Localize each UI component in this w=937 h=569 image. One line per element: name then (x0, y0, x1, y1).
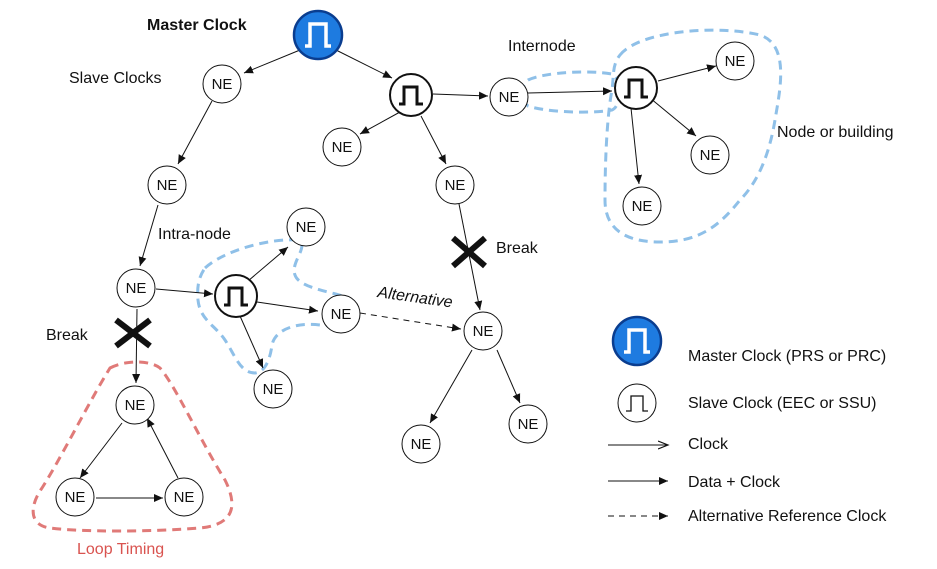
legend-slave-clock-icon (617, 383, 657, 423)
ne-node: NE (164, 477, 204, 517)
node-or-building-label: Node or building (777, 124, 894, 141)
ne-node: NE (286, 207, 326, 247)
node-building-region (603, 28, 783, 244)
ne-label: NE (632, 198, 653, 215)
ne-label: NE (518, 416, 539, 433)
intra-node-label: Intra-node (158, 226, 231, 243)
ne-node: NE (401, 424, 441, 464)
ne-node: NE (115, 385, 155, 425)
legend-clock-label: Clock (688, 436, 729, 453)
break-label-left: Break (46, 327, 89, 344)
ne-node: NE (508, 404, 548, 444)
ne-label: NE (296, 219, 317, 236)
ne-node: NE (55, 477, 95, 517)
master-clock-node (292, 9, 344, 61)
legend-slave-clock-label: Slave Clock (EEC or SSU) (688, 395, 877, 412)
edges (79, 49, 717, 502)
alternative-label: Alternative (375, 284, 453, 312)
legend-alternative-label: Alternative Reference Clock (688, 508, 887, 525)
ne-label: NE (411, 436, 432, 453)
ne-label: NE (125, 397, 146, 414)
break-marker-left (114, 317, 152, 349)
ne-node: NE (147, 165, 187, 205)
break-label-top: Break (496, 240, 539, 257)
internode-label: Internode (508, 38, 576, 55)
ne-node: NE (715, 41, 755, 81)
ne-label: NE (212, 76, 233, 93)
legend-data-clock-label: Data + Clock (688, 474, 781, 491)
ne-label: NE (174, 489, 195, 506)
slave-clock-node-top (389, 73, 433, 117)
legend-master-clock-icon (611, 315, 663, 367)
legend-master-clock-label: Master Clock (PRS or PRC) (688, 348, 886, 365)
legend: Master Clock (PRS or PRC) Slave Clock (E… (608, 315, 887, 525)
ne-node: NE (463, 311, 503, 351)
ne-node: NE (622, 186, 662, 226)
ne-node: NE (489, 77, 529, 117)
ne-node: NE (322, 127, 362, 167)
ne-label: NE (263, 381, 284, 398)
ne-node: NE (321, 294, 361, 334)
slave-clock-node-right (614, 66, 658, 110)
master-clock-label: Master Clock (147, 17, 247, 34)
ne-label: NE (65, 489, 86, 506)
ne-node: NE (116, 268, 156, 308)
ne-label: NE (157, 177, 178, 194)
ne-label: NE (499, 89, 520, 106)
ne-label: NE (331, 306, 352, 323)
ne-label: NE (332, 139, 353, 156)
slave-clock-node-left (214, 274, 258, 318)
loop-timing-label: Loop Timing (77, 541, 164, 558)
ne-node: NE (435, 165, 475, 205)
ne-label: NE (126, 280, 147, 297)
break-marker-top (451, 235, 487, 269)
ne-label: NE (725, 53, 746, 70)
loop-timing-region (31, 360, 234, 533)
ne-label: NE (700, 147, 721, 164)
ne-node: NE (202, 64, 242, 104)
ne-node: NE (253, 369, 293, 409)
ne-label: NE (445, 177, 466, 194)
ne-label: NE (473, 323, 494, 340)
slave-clocks-label: Slave Clocks (69, 70, 161, 87)
ne-node: NE (690, 135, 730, 175)
